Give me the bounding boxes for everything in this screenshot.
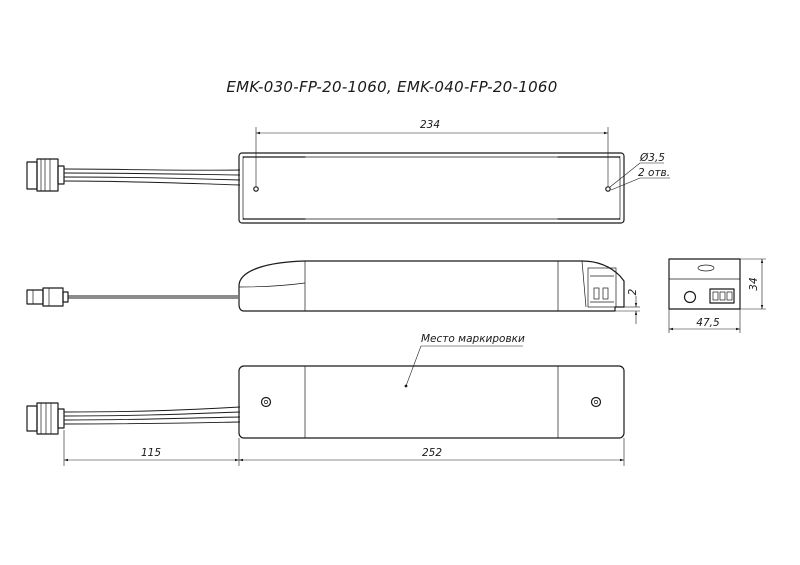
hole-count-label: 2 отв. [638, 167, 670, 179]
side-view-body [238, 260, 625, 312]
dimension-34-label: 34 [748, 277, 760, 290]
dimension-252: 252 [239, 438, 625, 466]
top-view: 234 Ø3,5 2 отв. [26, 119, 670, 224]
bottom-view-connector [26, 402, 65, 435]
dimension-47-5-label: 47,5 [696, 317, 720, 329]
dimension-34: 34 [740, 258, 766, 310]
dimension-252-label: 252 [422, 447, 442, 459]
bottom-view-body [238, 365, 625, 439]
dimension-47-5: 47,5 [668, 309, 741, 333]
dimension-115: 115 [63, 430, 240, 466]
dimension-234-label: 234 [420, 119, 440, 131]
end-view-round-feature [683, 290, 697, 304]
side-view-connector [26, 287, 69, 307]
hole-diameter-label: Ø3,5 [639, 152, 665, 164]
bottom-hole-left [260, 396, 272, 408]
dimension-2: 2 [615, 288, 640, 324]
end-view: 34 47,5 [668, 258, 766, 333]
bottom-view-wires [63, 406, 241, 425]
bottom-view: Место маркировки 115 252 [26, 333, 625, 466]
dimension-115-label: 115 [141, 447, 161, 459]
marking-place-callout: Место маркировки [404, 333, 525, 388]
side-view: 2 [26, 260, 640, 324]
dimension-234: 234 [255, 119, 609, 187]
top-view-wires [63, 168, 241, 186]
mounting-hole-left [253, 186, 259, 192]
hole-callout: Ø3,5 2 отв. [609, 152, 670, 191]
dimension-2-label: 2 [627, 288, 639, 295]
drawing-title: EMK-030-FP-20-1060, EMK-040-FP-20-1060 [226, 78, 557, 96]
end-view-socket [709, 288, 735, 304]
top-view-body [238, 152, 625, 224]
marking-place-label: Место маркировки [421, 333, 525, 345]
bottom-hole-right [590, 396, 602, 408]
top-view-connector [26, 158, 65, 192]
mounting-hole-right [605, 186, 611, 192]
